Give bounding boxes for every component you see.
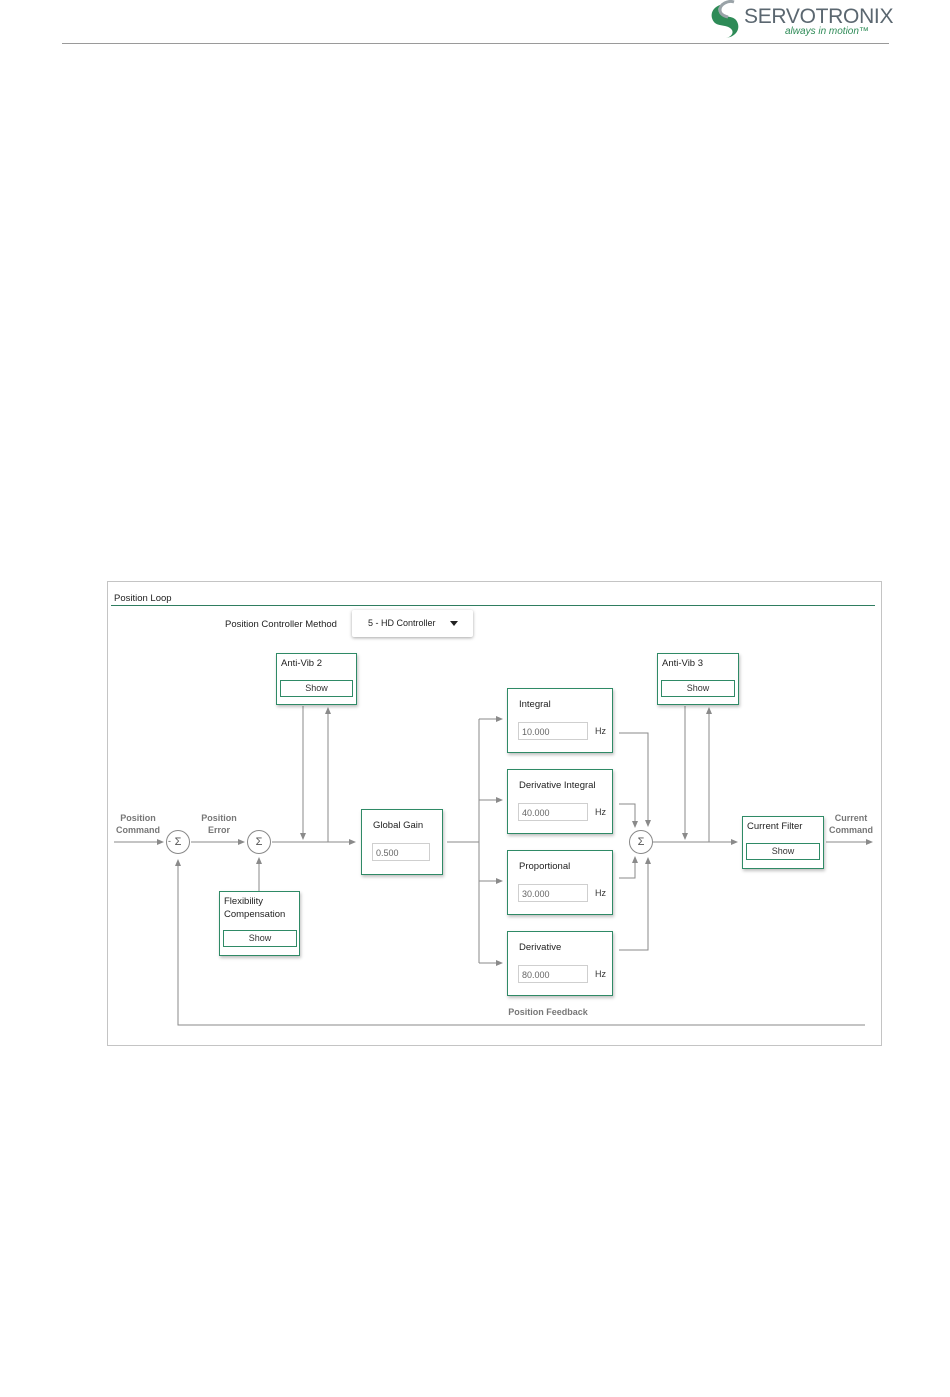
position-command-line1: Position <box>120 813 156 823</box>
current-command-line2: Command <box>828 825 873 835</box>
proportional-block: Proportional 30.000 Hz <box>507 850 613 915</box>
global-gain-block: Global Gain 0.500 <box>361 809 443 875</box>
current-filter-title: Current Filter <box>747 821 803 832</box>
position-error-label: Position Error <box>194 812 244 836</box>
position-loop-panel: Position Loop <box>107 581 882 1046</box>
position-error-line2: Error <box>207 825 230 835</box>
integral-unit: Hz <box>595 726 606 736</box>
header-divider <box>62 43 889 44</box>
panel-title: Position Loop <box>114 593 172 604</box>
derivative-integral-unit: Hz <box>595 807 606 817</box>
global-gain-title: Global Gain <box>373 820 424 831</box>
sum-junction-output: Σ <box>629 830 653 854</box>
position-command-label: Position Command <box>110 812 166 836</box>
integral-block: Integral 10.000 Hz <box>507 688 613 753</box>
derivative-integral-block: Derivative Integral 40.000 Hz <box>507 769 613 834</box>
flexibility-title-line1: Flexibility <box>224 896 264 907</box>
position-error-line1: Position <box>201 813 237 823</box>
brand-tagline: always in motion™ <box>785 26 869 37</box>
proportional-input[interactable]: 30.000 <box>518 884 588 902</box>
derivative-block: Derivative 80.000 Hz <box>507 931 613 996</box>
dropdown-caret-icon <box>450 621 458 626</box>
logo-swoosh-icon <box>711 0 739 38</box>
flexibility-compensation-block: Flexibility Compensation Show <box>219 891 300 956</box>
brand-name: SERVOTRONIX <box>744 5 894 28</box>
position-controller-method-select[interactable]: 5 - HD Controller <box>352 610 473 637</box>
sum-junction-command: Σ <box>166 830 190 854</box>
derivative-integral-title: Derivative Integral <box>519 780 596 791</box>
current-filter-block: Current Filter Show <box>742 816 824 869</box>
proportional-unit: Hz <box>595 888 606 898</box>
anti-vib-3-block: Anti-Vib 3 Show <box>657 653 739 705</box>
anti-vib-3-title: Anti-Vib 3 <box>662 658 704 669</box>
current-command-label: Current Command <box>824 812 878 836</box>
derivative-integral-input[interactable]: 40.000 <box>518 803 588 821</box>
global-gain-input[interactable]: 0.500 <box>372 843 430 861</box>
current-filter-show-button[interactable]: Show <box>746 843 820 860</box>
flexibility-show-button[interactable]: Show <box>223 930 297 947</box>
servotronix-logo: SERVOTRONIX always in motion™ <box>706 0 893 40</box>
position-feedback-label: Position Feedback <box>508 1007 588 1017</box>
integral-input[interactable]: 10.000 <box>518 722 588 740</box>
sum-junction-error: Σ <box>247 830 271 854</box>
proportional-title: Proportional <box>519 861 571 872</box>
panel-title-divider <box>111 605 875 606</box>
selected-method: 5 - HD Controller <box>368 618 436 628</box>
anti-vib-2-block: Anti-Vib 2 Show <box>276 653 357 705</box>
derivative-title: Derivative <box>519 942 562 953</box>
position-command-line2: Command <box>115 825 160 835</box>
integral-title: Integral <box>519 699 551 710</box>
minus-sign: - <box>168 836 171 846</box>
current-command-line1: Current <box>834 813 868 823</box>
derivative-input[interactable]: 80.000 <box>518 965 588 983</box>
flexibility-title-line2: Compensation <box>224 909 286 920</box>
position-controller-method-label: Position Controller Method <box>225 619 337 630</box>
anti-vib-3-show-button[interactable]: Show <box>661 680 735 697</box>
anti-vib-2-show-button[interactable]: Show <box>280 680 353 697</box>
anti-vib-2-title: Anti-Vib 2 <box>281 658 323 669</box>
derivative-unit: Hz <box>595 969 606 979</box>
